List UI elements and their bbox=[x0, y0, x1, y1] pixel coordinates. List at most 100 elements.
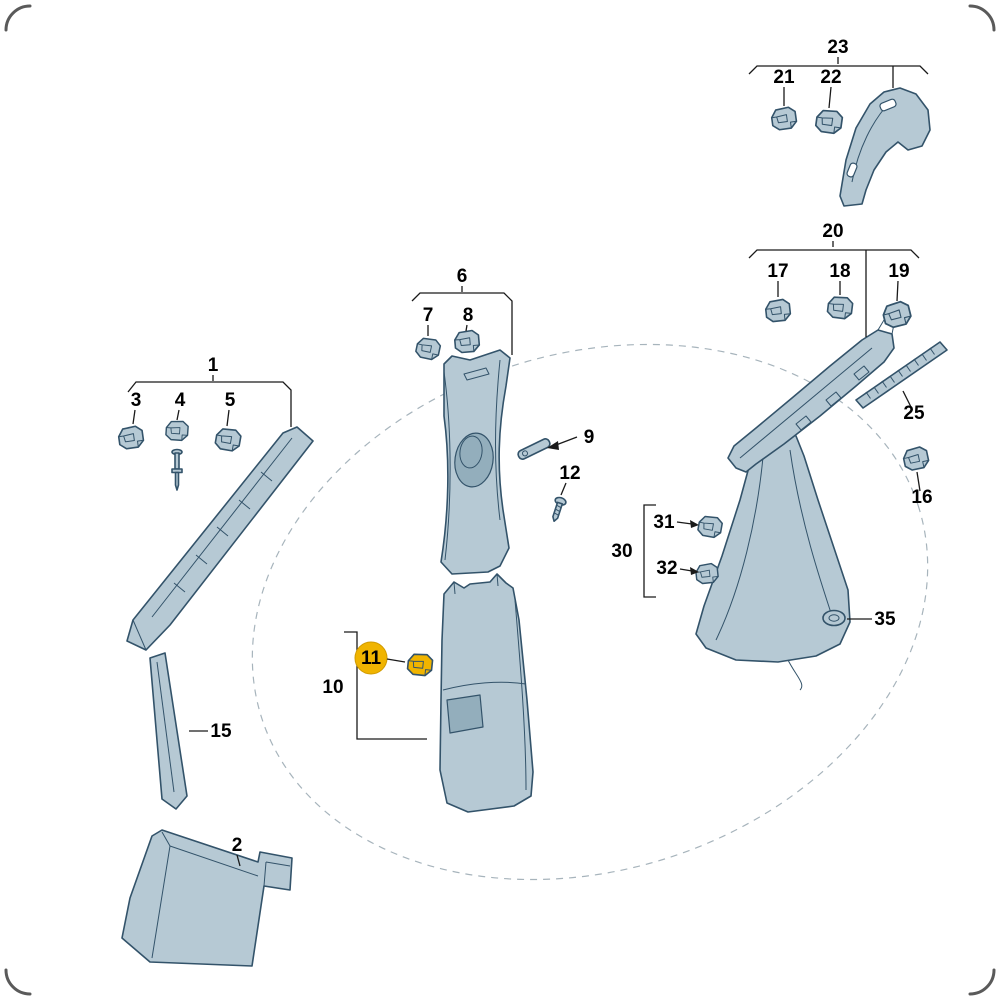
clip-icon-4 bbox=[164, 419, 190, 442]
corner-bracket-assembly: 23 21 22 bbox=[748, 37, 931, 207]
part-label-10: 10 bbox=[322, 677, 343, 698]
clip-icon-22 bbox=[814, 107, 844, 135]
b-pillar-recess-inner bbox=[459, 435, 483, 469]
part-label-25: 25 bbox=[903, 403, 925, 424]
part-9-assembly: 9 bbox=[517, 427, 595, 460]
c-pillar-assembly: 30 31 32 bbox=[611, 425, 851, 691]
part-label-3: 3 bbox=[131, 390, 142, 411]
part-label-4: 4 bbox=[175, 390, 186, 411]
b-pillar-lower-trim bbox=[439, 573, 534, 813]
strip-25-hatching bbox=[865, 347, 935, 399]
corner-top-right bbox=[968, 4, 996, 32]
b-pillar-pocket bbox=[446, 694, 484, 734]
part-label-23: 23 bbox=[827, 37, 848, 58]
part-label-19: 19 bbox=[888, 261, 909, 282]
callout-group-1 bbox=[127, 375, 292, 427]
highlight-circle-11 bbox=[354, 641, 388, 675]
clip-icon-18 bbox=[826, 294, 855, 321]
callout-9 bbox=[555, 436, 578, 446]
part-16-assembly: 16 bbox=[901, 444, 933, 508]
pin-icon-4 bbox=[171, 448, 183, 491]
part-label-32: 32 bbox=[656, 558, 677, 579]
clip-icon-32 bbox=[694, 562, 720, 585]
part-label-15: 15 bbox=[210, 721, 232, 742]
clip-11-detail bbox=[408, 660, 432, 676]
arrowhead-31 bbox=[690, 520, 699, 528]
b-pillar-upper-assembly: 6 7 8 bbox=[411, 266, 513, 575]
clip-11-body bbox=[406, 653, 434, 677]
callout-group-23 bbox=[748, 57, 929, 109]
clip-icon-19 bbox=[880, 299, 914, 330]
clip-icon-5 bbox=[213, 426, 243, 453]
a-pillar-trim-ribs bbox=[132, 437, 293, 651]
callout-25 bbox=[902, 390, 912, 408]
corner-top-left bbox=[4, 4, 32, 32]
car-body-dashed-outline bbox=[251, 343, 929, 881]
part-35-assembly: 35 bbox=[822, 609, 896, 630]
sill-strip-trim bbox=[149, 652, 188, 810]
part-label-35: 35 bbox=[874, 609, 896, 630]
callout-11 bbox=[386, 658, 406, 663]
clip-icon-16 bbox=[901, 444, 931, 473]
part-label-1: 1 bbox=[208, 355, 219, 376]
a-pillar-trim bbox=[126, 426, 314, 651]
part-label-20: 20 bbox=[822, 221, 843, 242]
corner-marks bbox=[4, 4, 996, 996]
c-pillar-detail bbox=[715, 445, 835, 691]
part-label-12: 12 bbox=[559, 463, 580, 484]
part-label-21: 21 bbox=[773, 67, 795, 88]
part-label-9: 9 bbox=[584, 427, 595, 448]
part-12-assembly: 12 bbox=[548, 463, 581, 524]
kick-panel-trim bbox=[121, 829, 293, 967]
c-pillar-trim bbox=[695, 425, 851, 663]
clip-icon-7 bbox=[414, 335, 443, 362]
b-pillar-lower-assembly: 10 11 bbox=[322, 573, 534, 813]
part-label-17: 17 bbox=[767, 261, 788, 282]
b-pillar-lower-detail bbox=[442, 573, 527, 791]
part-9-shim bbox=[517, 438, 551, 460]
sill-strip-detail bbox=[156, 661, 175, 793]
clip-icon-17 bbox=[764, 298, 792, 323]
part-label-7: 7 bbox=[423, 305, 434, 326]
bracket-hole-side bbox=[846, 162, 858, 178]
corner-bottom-right bbox=[968, 968, 996, 996]
b-pillar-upper-detail bbox=[443, 359, 501, 561]
arrowhead-9 bbox=[547, 441, 559, 450]
screw-icon-12 bbox=[548, 495, 568, 524]
clip-icon-21 bbox=[769, 105, 799, 132]
part-label-22: 22 bbox=[820, 67, 841, 88]
callout-group-6 bbox=[411, 286, 513, 355]
a-pillar-assembly: 1 3 4 5 bbox=[116, 355, 314, 651]
grommet-35 bbox=[822, 609, 846, 627]
corner-bottom-left bbox=[4, 968, 32, 996]
callout-group-20 bbox=[748, 241, 920, 337]
part-label-16: 16 bbox=[911, 487, 932, 508]
part-label-31: 31 bbox=[653, 512, 675, 533]
d-pillar-assembly: 20 17 18 19 bbox=[727, 221, 920, 473]
part-label-2: 2 bbox=[232, 835, 243, 856]
corner-bracket-23 bbox=[839, 87, 931, 207]
bracket-hole-top bbox=[879, 98, 897, 112]
callout-2 bbox=[236, 854, 241, 867]
kick-panel-detail bbox=[151, 831, 291, 959]
part-label-11: 11 bbox=[361, 648, 382, 669]
clip-icon-3 bbox=[116, 424, 146, 451]
clip-icon-8 bbox=[453, 329, 481, 354]
part-label-8: 8 bbox=[463, 305, 474, 326]
callout-group-30 bbox=[643, 504, 693, 598]
callout-16 bbox=[916, 471, 921, 492]
sill-strip-assembly: 15 bbox=[149, 652, 232, 810]
d-pillar-detail bbox=[739, 319, 895, 459]
part-label-5: 5 bbox=[225, 390, 236, 411]
part-9-hole bbox=[522, 450, 529, 457]
part-label-18: 18 bbox=[829, 261, 850, 282]
part-label-30: 30 bbox=[611, 541, 632, 562]
clip-icon-11-highlighted bbox=[406, 653, 434, 677]
clip-icon-31 bbox=[696, 513, 724, 540]
part-25-assembly: 25 bbox=[855, 341, 948, 424]
kick-panel-assembly: 2 bbox=[121, 829, 293, 967]
callout-group-10 bbox=[344, 631, 427, 740]
callout-12 bbox=[560, 482, 567, 496]
arrowhead-32 bbox=[690, 567, 699, 575]
